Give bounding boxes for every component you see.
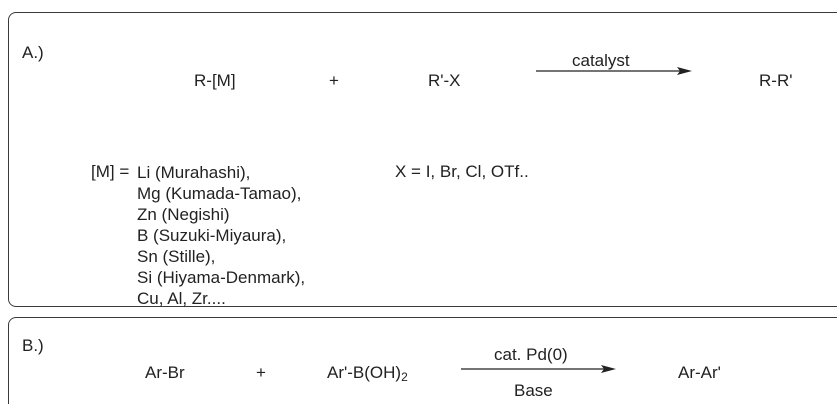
arrow-label-catalyst: cat. Pd(0) [494, 345, 568, 364]
panel-b-suzuki-coupling [8, 317, 837, 404]
metal-list-item: Cu, Al, Zr.... [137, 289, 226, 308]
metal-list-item: Sn (Stille), [137, 247, 216, 266]
product-biaryl: Ar-Ar' [678, 363, 721, 382]
product-coupled: R-R' [759, 71, 793, 90]
panel-a-general-cross-coupling [8, 12, 837, 307]
plus-sign: + [256, 363, 266, 382]
reaction-arrow-a [536, 67, 692, 75]
reactant-organometallic: R-[M] [194, 71, 236, 90]
metal-definition-prefix: [M] = [91, 162, 130, 181]
panel-a-label: A.) [22, 43, 44, 62]
metal-list-item: Si (Hiyama-Denmark), [137, 268, 306, 287]
metal-list-item: Mg (Kumada-Tamao), [137, 184, 302, 203]
boronic-acid-subscript: 2 [401, 370, 408, 384]
plus-sign: + [329, 71, 339, 90]
arrow-label-base: Base [514, 381, 553, 400]
metal-list-item: Zn (Negishi) [137, 205, 230, 224]
metal-list-item: B (Suzuki-Miyaura), [137, 226, 287, 245]
panel-b-label: B.) [22, 336, 44, 355]
metal-list-item: Li (Murahashi), [137, 163, 251, 182]
halide-definition: X = I, Br, Cl, OTf.. [395, 162, 529, 181]
boronic-acid-formula: Ar'-B(OH) [327, 363, 402, 382]
reactant-aryl-bromide: Ar-Br [145, 363, 185, 382]
arrow-label-catalyst: catalyst [572, 51, 630, 70]
reactant-halide: R'-X [428, 71, 461, 90]
metal-list: Li (Murahashi), Mg (Kumada-Tamao), Zn (N… [137, 162, 305, 309]
reaction-arrow-b [461, 365, 616, 373]
reactant-boronic-acid: Ar'-B(OH)2 [327, 363, 408, 384]
